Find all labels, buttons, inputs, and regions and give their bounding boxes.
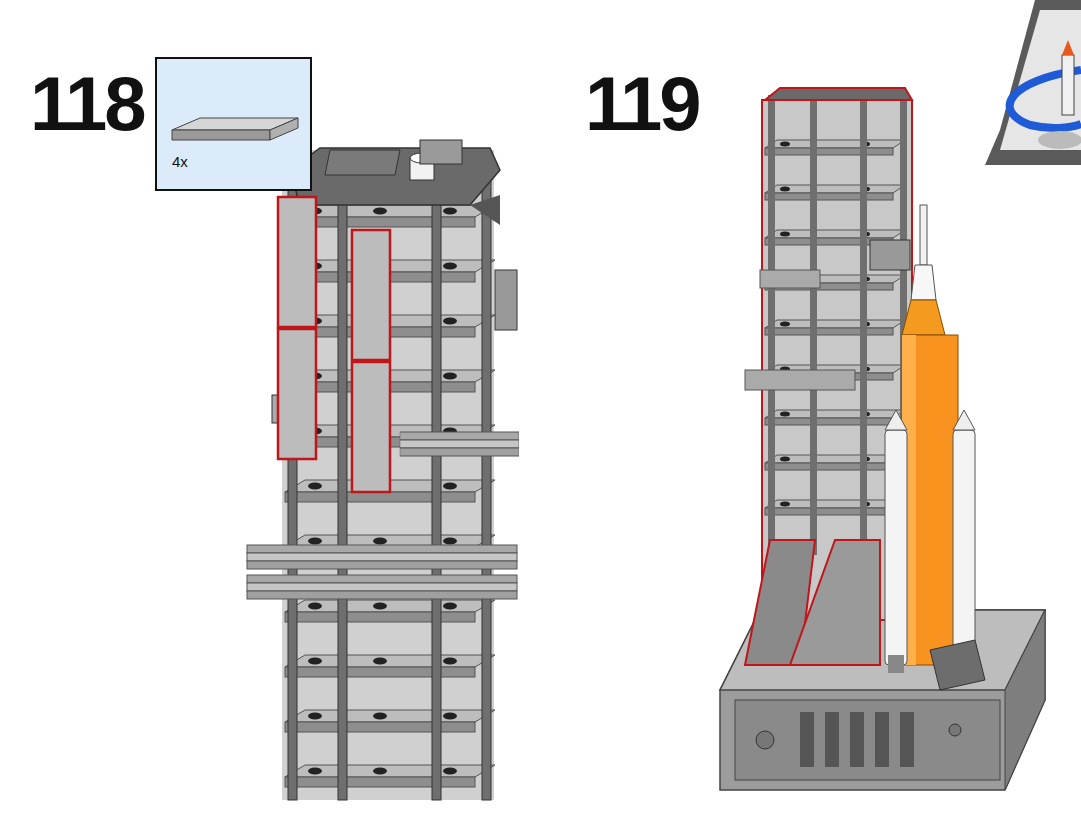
step-number: 119	[585, 66, 699, 142]
step-number: 118	[30, 66, 144, 142]
tower-118	[247, 140, 519, 800]
parts-callout	[156, 58, 311, 190]
part-quantity: 4x	[172, 154, 188, 169]
launch-pad-119	[720, 88, 1045, 790]
mission-logo	[985, 0, 1081, 165]
parts-callout-box: 4x	[156, 58, 311, 190]
